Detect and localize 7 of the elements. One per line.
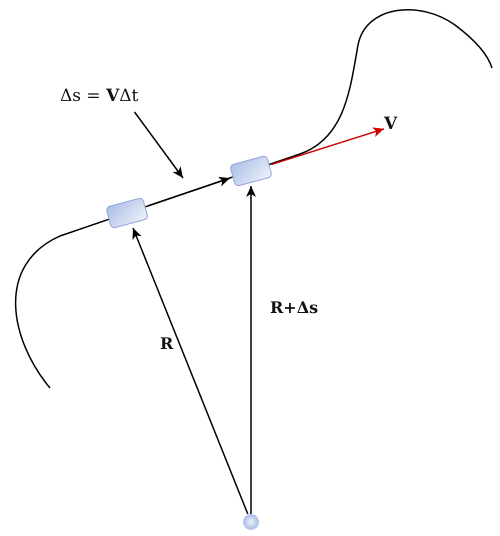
vector-label: V xyxy=(384,114,398,134)
formula-label: Δs = VΔt xyxy=(60,86,138,106)
vector-arrow xyxy=(246,186,256,514)
leader-arrow xyxy=(134,112,184,178)
vector-arrow xyxy=(148,176,230,207)
vector-arrow xyxy=(132,228,248,514)
vector-arrow xyxy=(272,127,384,166)
